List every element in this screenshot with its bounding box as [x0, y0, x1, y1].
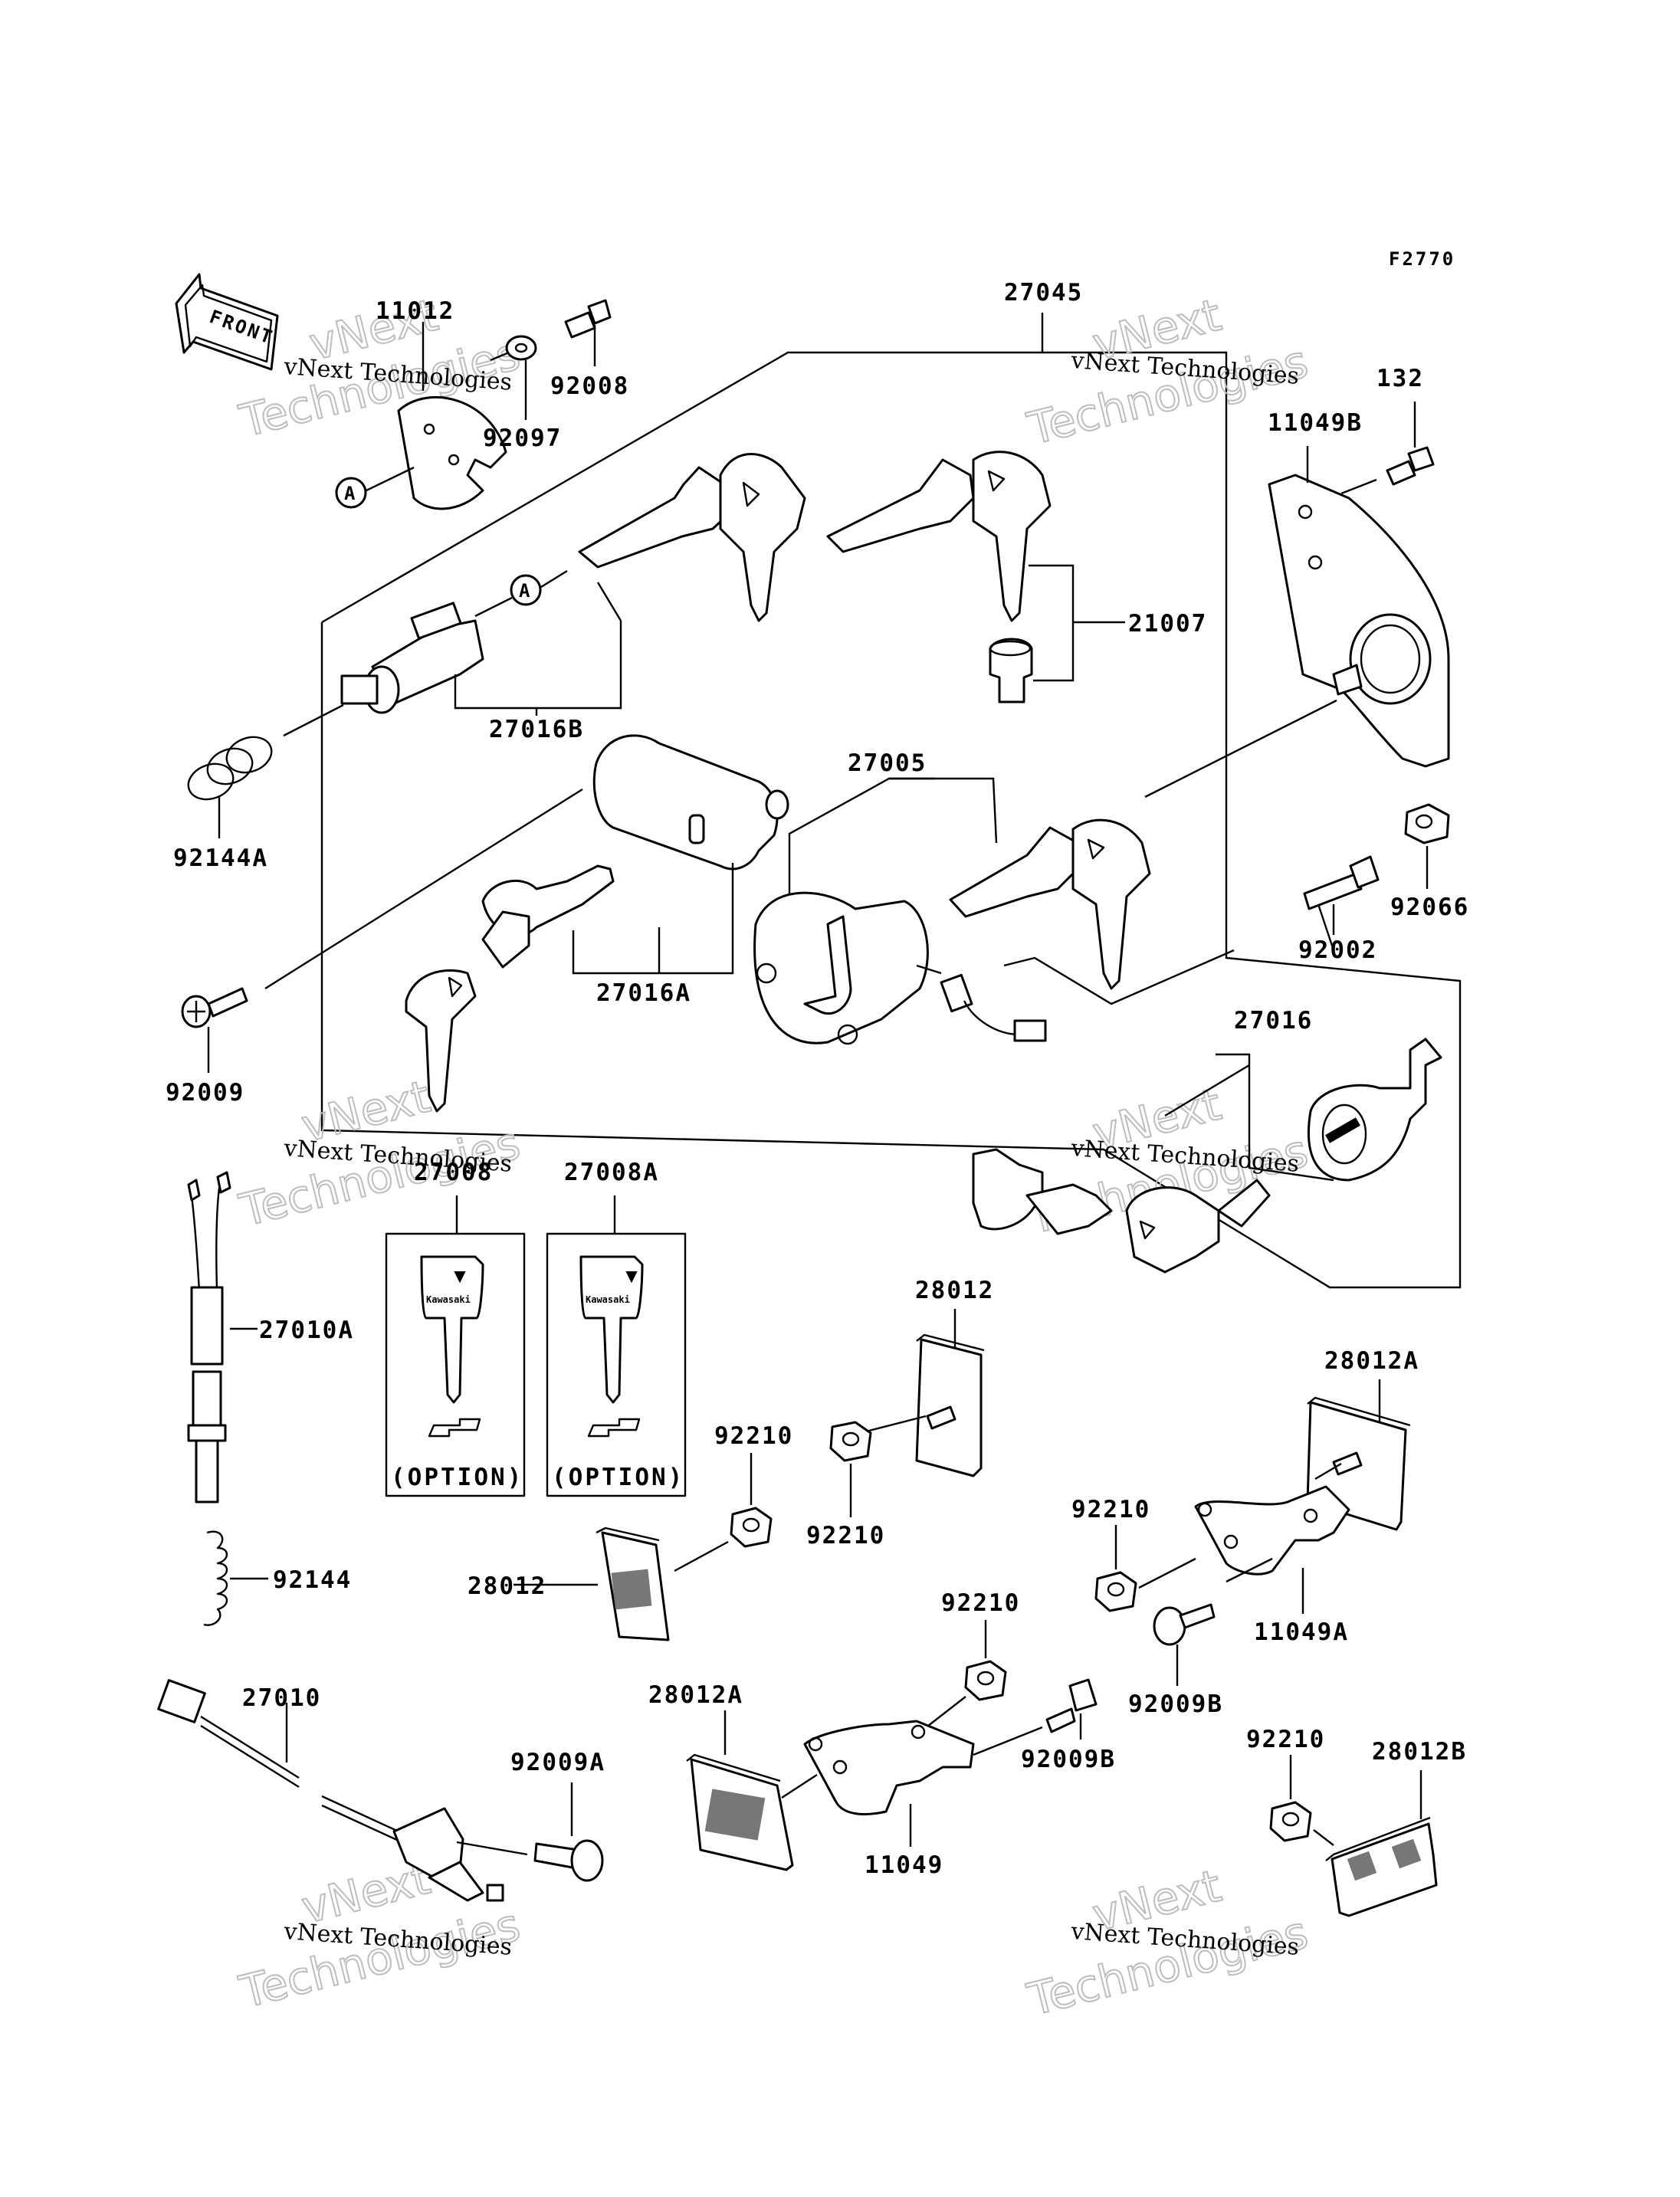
part-92066-nut: 92066: [1390, 803, 1469, 921]
part-11049-bracket: 11049: [781, 1720, 975, 1879]
part-92009a-bolt: 92009A: [510, 1749, 605, 1882]
label-92097: 92097: [483, 425, 562, 452]
part-keys-27016b: [578, 453, 806, 622]
front-arrow-icon: FRONT: [175, 273, 279, 371]
label-27008A: 27008A: [564, 1159, 659, 1186]
part-28012a-bottom-plate: 28012A: [648, 1681, 794, 1871]
label-27008: 27008: [414, 1159, 493, 1186]
label-92210-e: 92210: [1246, 1726, 1325, 1753]
label-28012-left: 28012: [468, 1572, 546, 1600]
part-27005-ignition-switch: 27005: [753, 749, 1047, 1045]
part-27010a-switch: 27010A: [187, 1171, 354, 1503]
part-28012-left-plate: 28012: [468, 1526, 729, 1641]
label-92009B-a: 92009B: [1128, 1690, 1223, 1718]
label-27045: 27045: [1004, 279, 1083, 307]
part-92210-nut-b: 92210: [806, 1421, 885, 1549]
part-27016b-cylinder: 27016B: [283, 582, 622, 743]
label-92210-d: 92210: [941, 1589, 1020, 1617]
part-92210-nut-a: 92210: [714, 1422, 793, 1548]
label-27010: 27010: [242, 1684, 321, 1712]
label-92144: 92144: [273, 1566, 352, 1594]
assembly-27045-outline: [320, 313, 1462, 1289]
part-27005-keys: [949, 818, 1235, 1005]
label-11049A: 11049A: [1254, 1618, 1349, 1646]
label-92144A: 92144A: [173, 844, 268, 872]
label-11049: 11049: [865, 1851, 943, 1879]
svg-text:Kawasaki: Kawasaki: [586, 1294, 630, 1305]
part-132-bolt: 132: [1376, 365, 1435, 486]
watermark-middle-left: Technologies vNext vNext Technologies: [234, 1070, 526, 1238]
part-27016-lock: 27016: [1164, 1007, 1442, 1182]
label-92066: 92066: [1390, 894, 1469, 921]
label-28012-top: 28012: [915, 1277, 994, 1304]
svg-text:Kawasaki: Kawasaki: [426, 1294, 471, 1305]
part-92210-nut-e: 92210: [1246, 1726, 1325, 1842]
label-28012B: 28012B: [1372, 1738, 1467, 1766]
part-11049b-bracket: 11049B: [1144, 409, 1450, 798]
callout-a-upper: A: [335, 466, 415, 509]
option-key-27008a-box: 27008A Kawasaki (OPTION): [546, 1159, 687, 1497]
part-21007-keys: 21007: [826, 451, 1207, 703]
label-11012: 11012: [376, 297, 454, 325]
option-key-27008-box: 27008 Kawasaki (OPTION): [385, 1159, 526, 1497]
part-27016a-keys: [405, 864, 615, 1113]
label-27016: 27016: [1234, 1007, 1313, 1035]
part-27016a-cover: 27016A: [264, 734, 789, 1007]
part-27016-keys: [972, 1148, 1271, 1274]
label-92002: 92002: [1298, 936, 1377, 964]
label-92009B-b: 92009B: [1021, 1746, 1116, 1773]
part-92144a-spring: 92144A: [173, 736, 273, 872]
part-92009b-bolt-b: 92009B: [973, 1678, 1116, 1773]
option-label-27008a: (OPTION): [552, 1464, 684, 1491]
option-label-27008: (OPTION): [391, 1464, 523, 1491]
label-92210-c: 92210: [1071, 1496, 1150, 1523]
label-132: 132: [1376, 365, 1424, 392]
part-92097-washer: 92097: [483, 335, 562, 452]
part-92210-nut-c: 92210: [1071, 1496, 1196, 1612]
watermark-bottom-left: Technologies vNext vNext Technologies: [234, 1851, 526, 2019]
label-92009A: 92009A: [510, 1749, 605, 1776]
label-27016B: 27016B: [489, 716, 584, 743]
label-92210-a: 92210: [714, 1422, 793, 1450]
part-27010-switch: 27010: [157, 1679, 528, 1902]
label-28012A-right: 28012A: [1324, 1347, 1419, 1375]
label-92210-b: 92210: [806, 1522, 885, 1549]
label-92009: 92009: [166, 1079, 244, 1107]
part-28012b-plate: 28012B: [1313, 1738, 1467, 1917]
part-92008-bolt: 92008: [550, 299, 629, 400]
figure-code: F2770: [1389, 248, 1455, 270]
part-92002-screw: 92002: [1298, 855, 1380, 964]
label-27016A: 27016A: [596, 979, 691, 1007]
label-27005: 27005: [848, 749, 927, 777]
watermark-bottom-right: Technologies vNext vNext Technologies: [1022, 1859, 1314, 2027]
part-28012-top-plate: 28012: [865, 1277, 994, 1477]
label-11049B: 11049B: [1268, 409, 1363, 437]
svg-text:A: A: [344, 483, 357, 504]
part-92210-nut-d: 92210: [924, 1589, 1020, 1730]
label-28012A-bottom: 28012A: [648, 1681, 743, 1709]
part-92009-screw: 92009: [166, 987, 248, 1107]
part-92009b-bolt-a: 92009B: [1128, 1603, 1223, 1718]
part-11049a-bracket: 11049A: [1194, 1485, 1350, 1646]
part-92144-spring: 92144: [203, 1530, 352, 1626]
label-92008: 92008: [550, 372, 629, 400]
callout-a-lower: A: [474, 569, 568, 618]
part-11012-plate: 11012: [376, 297, 507, 510]
svg-text:A: A: [519, 580, 532, 602]
label-27010A: 27010A: [259, 1317, 354, 1344]
label-21007: 21007: [1128, 610, 1207, 638]
